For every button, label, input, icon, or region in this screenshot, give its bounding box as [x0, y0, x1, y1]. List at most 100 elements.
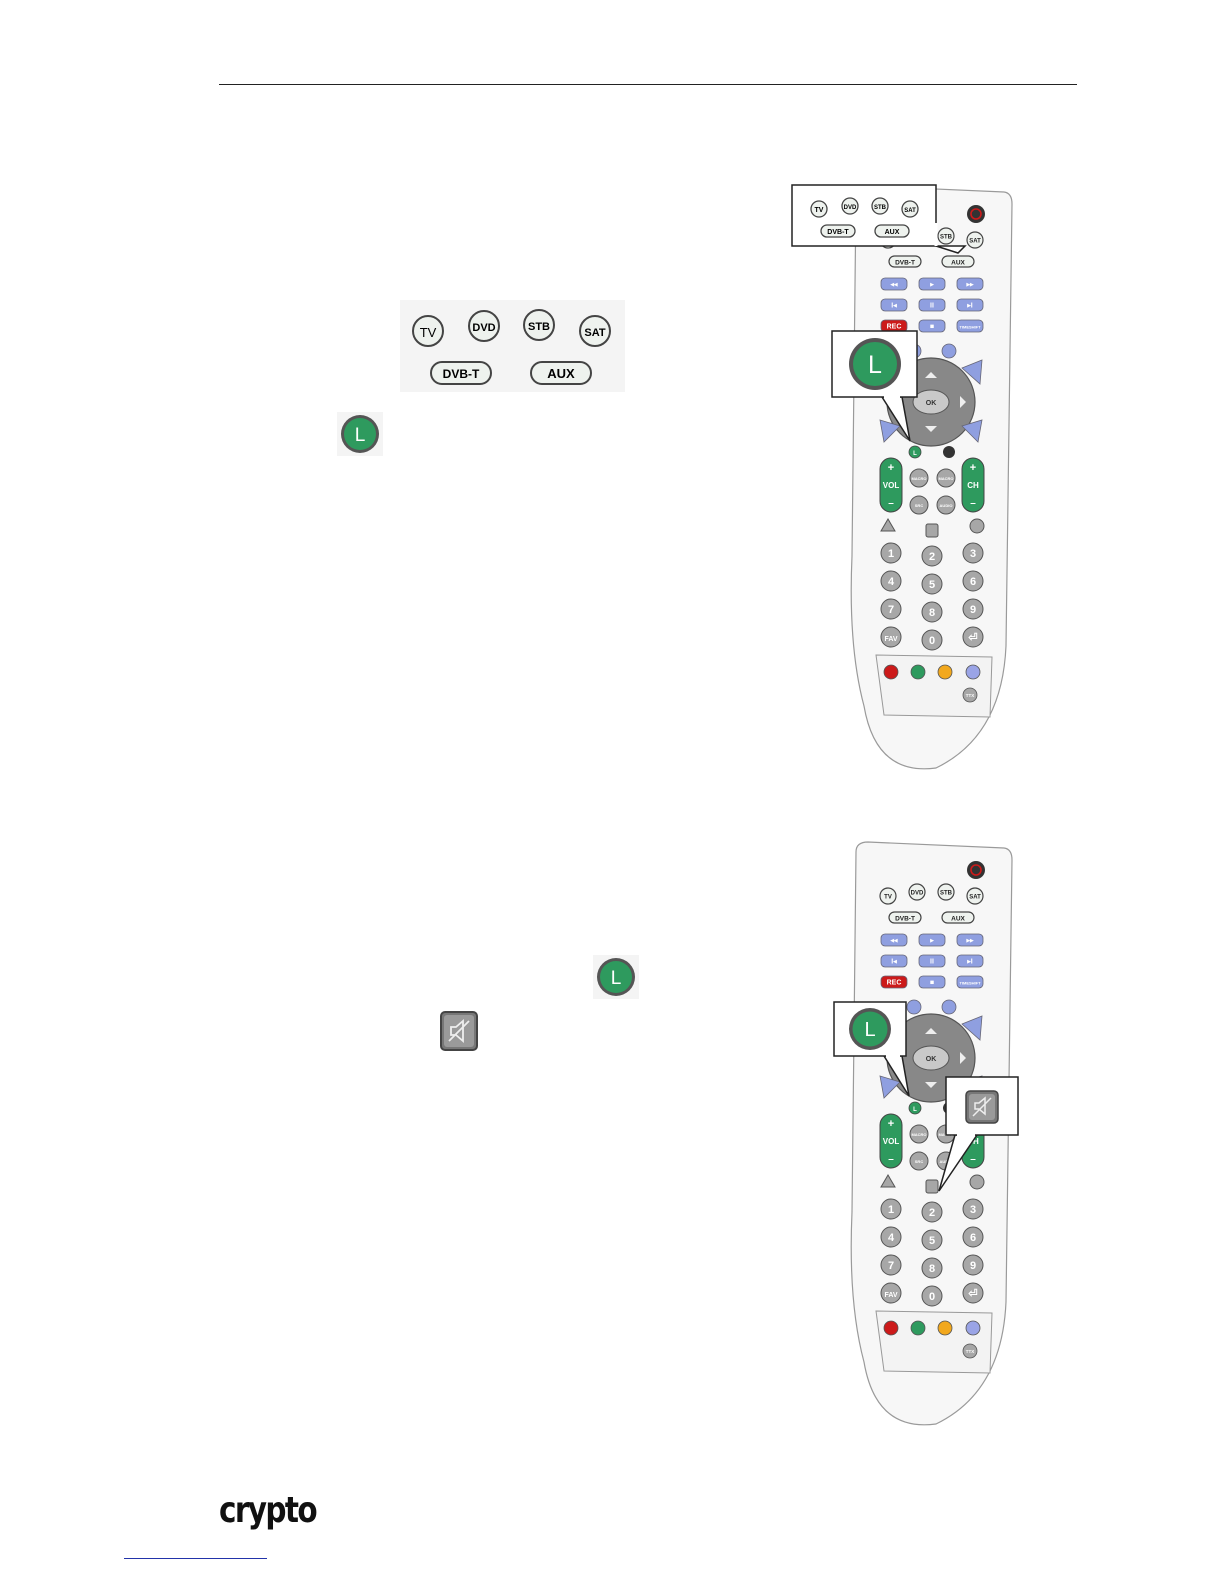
color-button	[910, 1320, 926, 1336]
stb-button: STB	[523, 309, 555, 341]
digit-label: FAV	[884, 1292, 897, 1299]
transport-button-label: I◂	[891, 303, 897, 310]
mode-button-label: TV	[884, 895, 892, 901]
svg-text:TV: TV	[815, 207, 824, 214]
transport-button-label: II	[930, 303, 934, 310]
digit-label: 4	[888, 1232, 895, 1244]
rocker-button	[879, 457, 903, 513]
digit-label: 3	[970, 1204, 976, 1216]
footer-link-rule	[124, 1558, 267, 1559]
color-panel	[875, 654, 993, 718]
function-button-label: AUDIO	[940, 503, 953, 508]
mode-button-label: SAT	[969, 895, 981, 901]
mode-button	[966, 887, 984, 905]
mute-button-icon	[440, 1011, 478, 1051]
digit-button	[962, 1282, 984, 1304]
power-button	[967, 205, 985, 223]
tv-button	[810, 200, 828, 218]
ttx-label: TTX	[966, 1349, 975, 1354]
svg-text:SAT: SAT	[584, 327, 605, 339]
svg-text:L: L	[864, 1019, 875, 1041]
digit-label: ⏎	[967, 632, 977, 644]
learn-button-icon: L	[337, 412, 383, 456]
function-button	[936, 495, 956, 515]
rocker-button	[961, 457, 985, 513]
digit-button	[962, 542, 984, 564]
digit-label: 8	[929, 607, 935, 619]
remote-illustration-1: TVDVDSTBSATDVB-TAUX◂◂▸▸▸I◂II▸IREC■TIMESH…	[850, 185, 1013, 770]
transport-button	[956, 954, 984, 968]
digit-button	[921, 1229, 943, 1251]
mode-button-label: SAT	[969, 239, 981, 245]
mode-button	[879, 887, 897, 905]
dvbt-button	[820, 224, 856, 238]
digit-button	[921, 1285, 943, 1307]
digit-button	[921, 629, 943, 651]
transport-button	[918, 933, 946, 947]
power-icon	[970, 208, 982, 220]
function-button	[969, 1174, 985, 1190]
digit-button	[880, 1282, 902, 1304]
ok-button	[912, 389, 950, 415]
mode-button-label: STB	[940, 235, 953, 241]
rocker-minus: –	[970, 498, 976, 509]
color-button	[937, 664, 953, 680]
transport-button-label: ■	[930, 324, 934, 331]
color-button	[965, 664, 981, 680]
transport-button	[956, 319, 984, 333]
digit-label: 6	[970, 576, 976, 588]
rocker-minus: –	[888, 1154, 894, 1165]
function-button-label: SRC	[915, 503, 924, 508]
tv-button: TV	[412, 315, 444, 347]
mode-button-label: DVD	[911, 891, 924, 897]
mute-button	[925, 523, 939, 538]
digit-label: 5	[929, 579, 935, 591]
rocker-label: VOL	[883, 1137, 900, 1146]
mode-button-label: DVB-T	[895, 916, 915, 923]
rocker-minus: –	[888, 498, 894, 509]
function-button	[909, 1124, 929, 1144]
digit-button	[962, 1226, 984, 1248]
digit-button	[921, 545, 943, 567]
transport-button-label: I◂	[891, 959, 897, 966]
svg-text:DVD: DVD	[472, 322, 495, 334]
transport-button	[918, 954, 946, 968]
mode-button	[937, 883, 955, 901]
transport-button	[956, 277, 984, 291]
ok-label: OK	[926, 1056, 937, 1063]
ttx-label: TTX	[966, 693, 975, 698]
transport-button-label: TIMESHIFT	[959, 325, 981, 330]
function-button	[909, 1151, 929, 1171]
transport-button	[880, 933, 908, 947]
rocker-label: VOL	[883, 481, 900, 490]
transport-button-label: ■	[930, 980, 934, 987]
digit-button	[962, 626, 984, 648]
rocker-button	[879, 1113, 903, 1169]
svg-text:AUX: AUX	[547, 366, 575, 381]
digit-button	[962, 598, 984, 620]
mode-button-label: STB	[940, 891, 953, 897]
eject-icon	[880, 1174, 896, 1188]
power-button	[967, 861, 985, 879]
digit-label: 0	[929, 1291, 935, 1303]
color-button	[883, 664, 899, 680]
digit-button	[921, 601, 943, 623]
transport-button	[956, 975, 984, 989]
nav-side-button	[941, 343, 957, 359]
right-arrow-icon	[960, 1052, 966, 1064]
mode-button	[888, 255, 922, 268]
digit-label: 0	[929, 635, 935, 647]
brand-logo: crypto	[219, 1490, 318, 1531]
sat-button: SAT	[579, 315, 611, 347]
transport-button-label: ▸I	[966, 959, 973, 966]
dvd-button	[841, 197, 859, 215]
svg-text:AUX: AUX	[885, 229, 900, 236]
digit-button	[921, 1257, 943, 1279]
transport-button-label: TIMESHIFT	[959, 981, 981, 986]
function-button	[909, 468, 929, 488]
svg-text:L: L	[868, 351, 882, 379]
right-arrow-icon	[960, 396, 966, 408]
color-button	[965, 1320, 981, 1336]
svg-text:L: L	[355, 425, 366, 446]
digit-button	[880, 1254, 902, 1276]
